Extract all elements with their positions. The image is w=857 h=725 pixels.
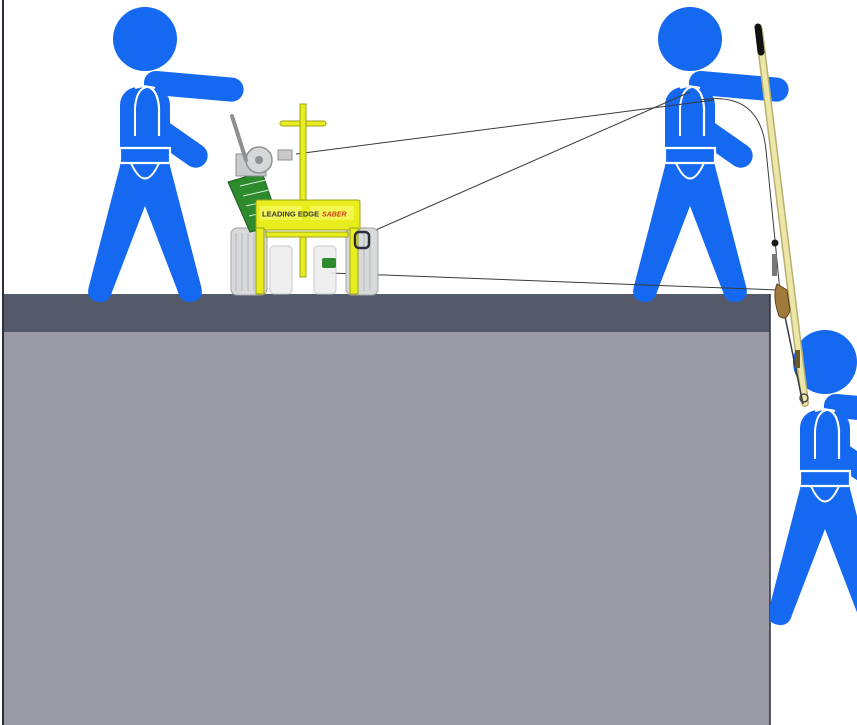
rope-middle: [361, 91, 691, 237]
rope-to-pole: [699, 98, 781, 293]
anchor-device-icon: LEADING EDGE SABER: [227, 103, 379, 296]
snap-hook-icon: [774, 283, 791, 319]
device-model-label: SABER: [322, 212, 347, 219]
worker-left-on-roof: [87, 5, 246, 304]
winch-icon: [230, 114, 293, 177]
roof-deck: [3, 294, 770, 332]
building: [2, 0, 771, 725]
rope-lines: [295, 91, 804, 405]
lanyard-hardware: [771, 239, 809, 403]
rescue-pole-icon: [754, 23, 809, 407]
rope-lower: [329, 272, 779, 291]
rope-upper: [295, 99, 715, 155]
worker-over-edge: [770, 330, 857, 627]
device-brand-label: LEADING EDGE: [262, 210, 319, 219]
building-wall: [3, 332, 770, 725]
